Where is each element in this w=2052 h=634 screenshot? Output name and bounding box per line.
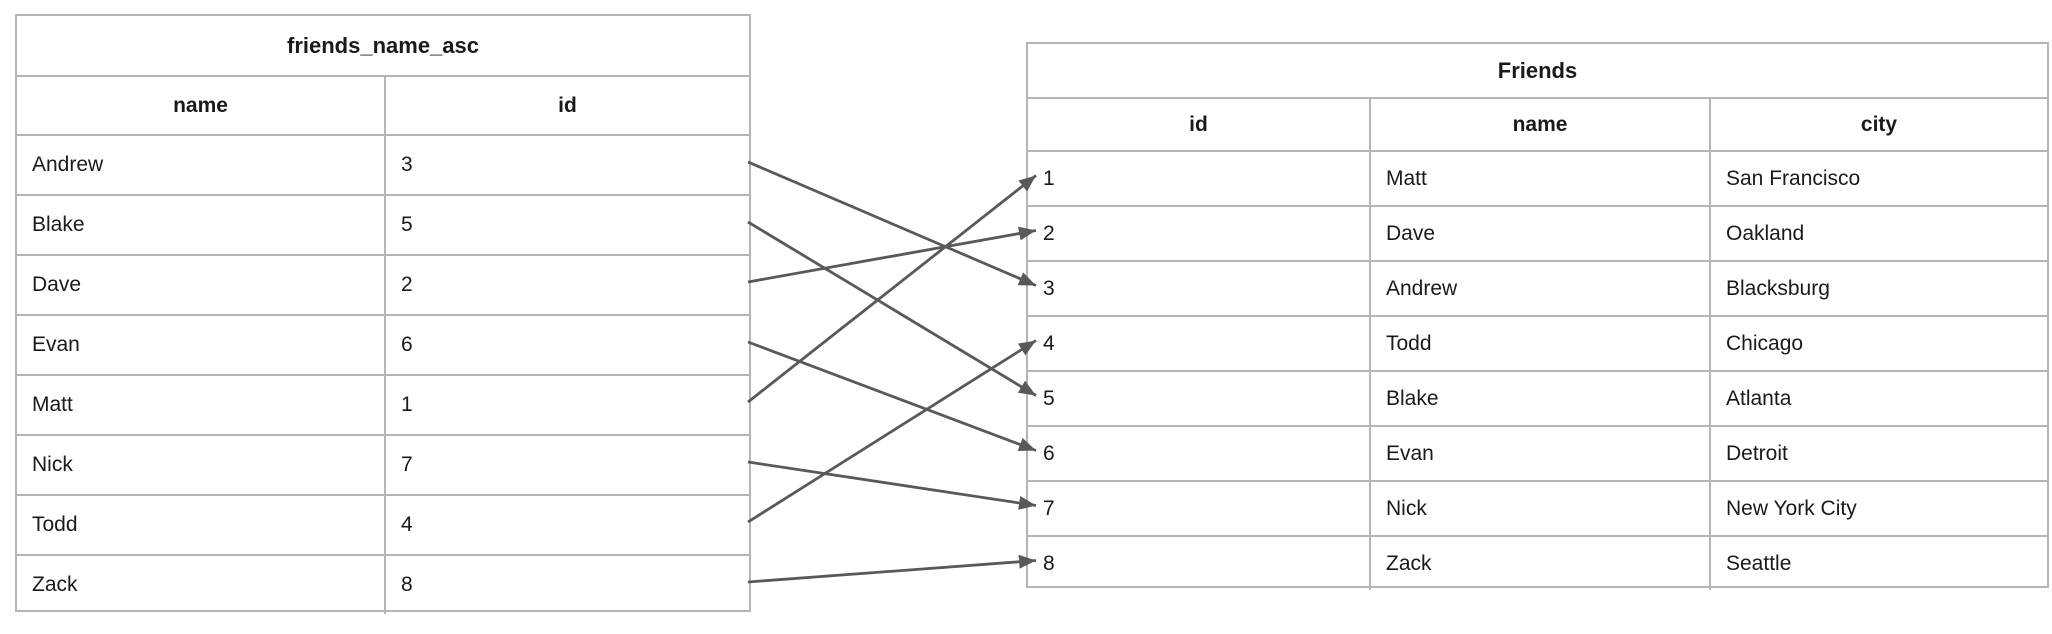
index-table-cell-id: 7 (384, 436, 749, 494)
mapping-arrow-nick-to-7 (747, 460, 1037, 510)
mapping-arrow-blake-to-5 (747, 220, 1037, 397)
index-table-title: friends_name_asc (287, 32, 479, 58)
index-table-cell-id: 5 (384, 196, 749, 254)
friends-table-cell-name: Andrew (1369, 262, 1709, 315)
index-table-cell-name: Evan (32, 333, 80, 356)
index-table-cell-id: 6 (384, 316, 749, 374)
friends-table-cell-id: 8 (1043, 551, 1055, 575)
index-table-row-2: Blake 5 (17, 194, 749, 254)
friends-table-cell-city: New York City (1709, 482, 2047, 535)
friends-table-cell-name: Matt (1369, 152, 1709, 205)
friends-table-cell-city: San Francisco (1709, 152, 2047, 205)
friends-table-title: Friends (1497, 57, 1578, 83)
index-table-cell-name: Andrew (32, 153, 104, 176)
friends-table-cell-city: Detroit (1709, 427, 2047, 480)
friends-table-header-row: id name city (1028, 97, 2047, 150)
friends-table-cell-name: Zack (1369, 537, 1709, 590)
friends-table-cell-id: 3 (1043, 276, 1055, 300)
friends-table-cell-name: Todd (1369, 317, 1709, 370)
index-table-cell-id: 2 (384, 256, 749, 314)
index-table-cell-id: 4 (384, 496, 749, 554)
friends-table-cell-city: Atlanta (1709, 372, 2047, 425)
index-table-header-row: name id (17, 75, 749, 134)
friends-table-cell-id: 5 (1043, 386, 1055, 410)
friends-table-cell-id: 2 (1043, 221, 1055, 245)
index-table-cell-id: 8 (384, 556, 749, 614)
friends-table-cell-city: Blacksburg (1709, 262, 2047, 315)
mapping-arrow-dave-to-2 (747, 226, 1037, 284)
friends-table-cell-id: 4 (1043, 331, 1055, 355)
index-table-row-7: Todd 4 (17, 494, 749, 554)
index-table-cell-name: Nick (32, 453, 73, 476)
friends-table-cell-city: Seattle (1709, 537, 2047, 590)
index-table-row-5: Matt 1 (17, 374, 749, 434)
friends-table-cell-city: Chicago (1709, 317, 2047, 370)
index-table-row-6: Nick 7 (17, 434, 749, 494)
index-table-row-1: Andrew 3 (17, 134, 749, 194)
friends-table-header-city: city (1709, 99, 2047, 150)
mapping-arrow-zack-to-8 (747, 554, 1037, 584)
friends-table-cell-name: Evan (1369, 427, 1709, 480)
friends-table-header-id: id (1189, 112, 1208, 136)
index-table-cell-name: Blake (32, 213, 85, 236)
friends-table-cell-city: Oakland (1709, 207, 2047, 260)
index-table-row-4: Evan 6 (17, 314, 749, 374)
index-table-cell-name: Zack (32, 573, 78, 596)
friends-table-cell-id: 1 (1043, 166, 1055, 190)
index-table-cell-id: 1 (384, 376, 749, 434)
index-table-header-name: name (173, 93, 228, 117)
index-table-cell-id: 3 (384, 136, 749, 194)
friends-table-header-name: name (1369, 99, 1709, 150)
index-table-row-3: Dave 2 (17, 254, 749, 314)
mapping-arrow-andrew-to-3 (747, 160, 1037, 287)
index-table-cell-name: Todd (32, 513, 78, 536)
index-table-header-id: id (384, 77, 749, 134)
friends-table-cell-name: Blake (1369, 372, 1709, 425)
mapping-arrow-matt-to-1 (747, 174, 1037, 404)
index-table-cell-name: Matt (32, 393, 73, 416)
index-table-row-8: Zack 8 (17, 554, 749, 614)
mapping-arrow-todd-to-4 (747, 339, 1037, 524)
friends-table-cell-id: 7 (1043, 496, 1055, 520)
friends-table-cell-id: 6 (1043, 441, 1055, 465)
friends-table-cell-name: Nick (1369, 482, 1709, 535)
mapping-arrow-evan-to-6 (747, 340, 1037, 452)
friends-table-cell-name: Dave (1369, 207, 1709, 260)
index-table-cell-name: Dave (32, 273, 82, 296)
